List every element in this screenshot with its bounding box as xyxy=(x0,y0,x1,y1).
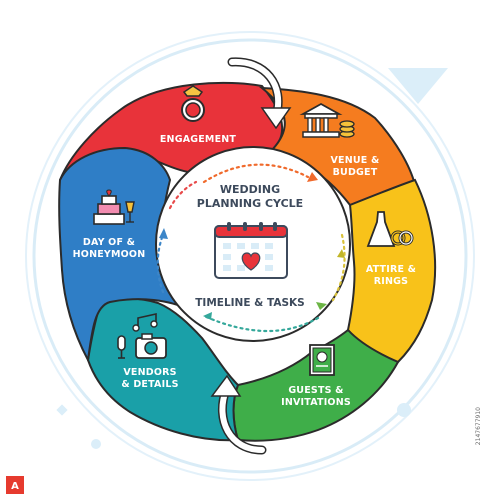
arrow-head-lower-right xyxy=(316,302,327,310)
stock-id: 2147677910 xyxy=(475,407,482,446)
arrow-head-bottom xyxy=(203,312,212,320)
ring-icon xyxy=(181,85,205,122)
decor-dot xyxy=(91,439,101,449)
center-cycle-arrows xyxy=(156,163,346,333)
outer-decor-ring-2 xyxy=(32,38,468,474)
bottom-curved-arrow xyxy=(210,374,267,455)
arrow-head-left xyxy=(159,228,168,239)
center-subtitle: TIMELINE & TASKS xyxy=(195,297,305,309)
decor-triangle xyxy=(388,68,448,104)
outer-decor-ring xyxy=(25,31,475,481)
svg-text:A: A xyxy=(11,481,19,492)
label-dayof-honeymoon: DAY OF & HONEYMOON xyxy=(72,237,146,260)
dress-rings-icon xyxy=(366,211,414,247)
label-vendors-details: VENDORS & DETAILS xyxy=(121,367,179,390)
label-venue-budget: VENUE & BUDGET xyxy=(330,155,380,178)
top-arrow-head xyxy=(260,107,292,130)
invitation-card-icon xyxy=(309,344,335,376)
label-attire-rings: ATTIRE & RINGS xyxy=(365,264,417,287)
label-guests-invitations: GUESTS & INVITATIONS xyxy=(281,385,351,408)
calendar-heart-icon xyxy=(214,222,288,279)
dotted-arc-topleft xyxy=(168,180,198,210)
stock-logo-icon: A xyxy=(6,476,24,494)
bank-coins-icon xyxy=(299,102,355,138)
bottom-arrow-head xyxy=(210,374,242,397)
arrow-head-top xyxy=(307,172,318,182)
arrow-head-right xyxy=(337,249,345,258)
dotted-arc-right xyxy=(331,233,346,302)
top-curved-arrow xyxy=(227,57,292,130)
cake-glasses-icon xyxy=(93,189,135,225)
label-engagement: ENGAGEMENT xyxy=(159,134,237,145)
camera-music-icon xyxy=(117,313,167,359)
dotted-arc-top xyxy=(202,163,310,184)
decor-diamond xyxy=(56,404,68,416)
segment-attire xyxy=(346,178,437,364)
decor-dot-2 xyxy=(397,403,411,417)
center-title: WEDDING PLANNING CYCLE xyxy=(196,183,304,210)
dotted-arc-bottom xyxy=(202,314,320,333)
